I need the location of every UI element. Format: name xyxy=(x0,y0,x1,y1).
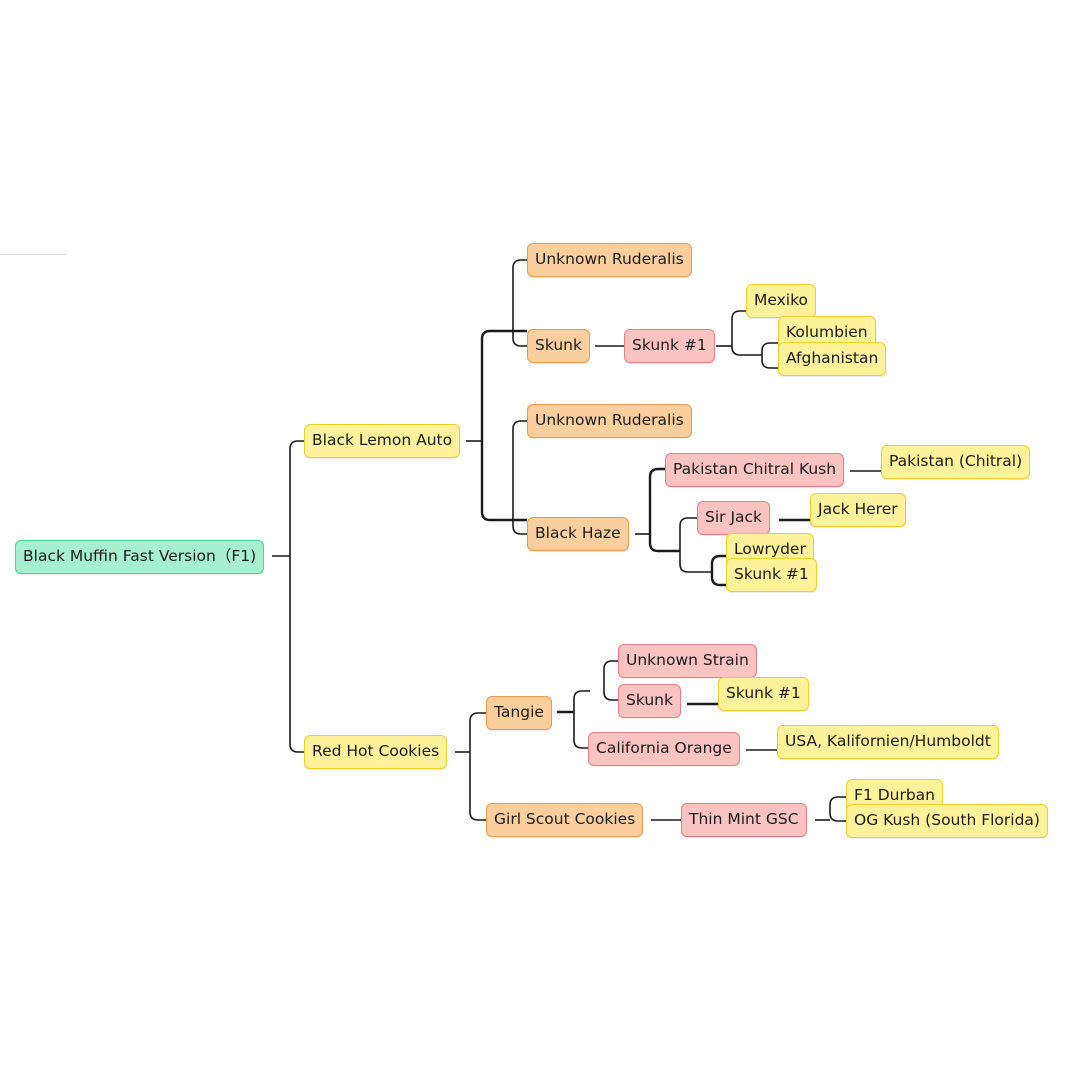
node-unknown-ruderalis-2[interactable]: Unknown Ruderalis xyxy=(527,404,692,438)
node-pakistan-chitral-kush[interactable]: Pakistan Chitral Kush xyxy=(665,453,845,487)
node-black-haze[interactable]: Black Haze xyxy=(527,517,629,551)
node-unknown-strain[interactable]: Unknown Strain xyxy=(618,644,757,678)
node-mexiko[interactable]: Mexiko xyxy=(746,284,817,318)
node-red-hot-cookies[interactable]: Red Hot Cookies xyxy=(304,735,448,769)
node-og-kush[interactable]: OG Kush (South Florida) xyxy=(846,804,1048,838)
node-thin-mint-gsc[interactable]: Thin Mint GSC xyxy=(681,803,807,837)
node-skunk-red[interactable]: Skunk xyxy=(618,684,681,718)
node-sir-jack[interactable]: Sir Jack xyxy=(697,501,771,535)
node-jack-herer[interactable]: Jack Herer xyxy=(810,493,906,527)
node-skunk[interactable]: Skunk xyxy=(527,329,590,363)
node-california-orange[interactable]: California Orange xyxy=(588,732,740,766)
divider-line xyxy=(0,254,66,255)
node-afghanistan[interactable]: Afghanistan xyxy=(778,342,887,376)
node-skunk-1-c[interactable]: Skunk #1 xyxy=(718,677,809,711)
root-node[interactable]: Black Muffin Fast Version（F1) xyxy=(15,540,265,574)
node-black-lemon-auto[interactable]: Black Lemon Auto xyxy=(304,424,461,458)
node-tangie[interactable]: Tangie xyxy=(486,696,552,730)
node-usa-kalifornien[interactable]: USA, Kalifornien/Humboldt xyxy=(777,725,999,759)
node-skunk-1-b[interactable]: Skunk #1 xyxy=(726,558,817,592)
node-unknown-ruderalis-1[interactable]: Unknown Ruderalis xyxy=(527,243,692,277)
node-skunk-1-a[interactable]: Skunk #1 xyxy=(624,329,715,363)
node-pakistan-chitral[interactable]: Pakistan (Chitral) xyxy=(881,445,1031,479)
node-girl-scout-cookies[interactable]: Girl Scout Cookies xyxy=(486,803,644,837)
